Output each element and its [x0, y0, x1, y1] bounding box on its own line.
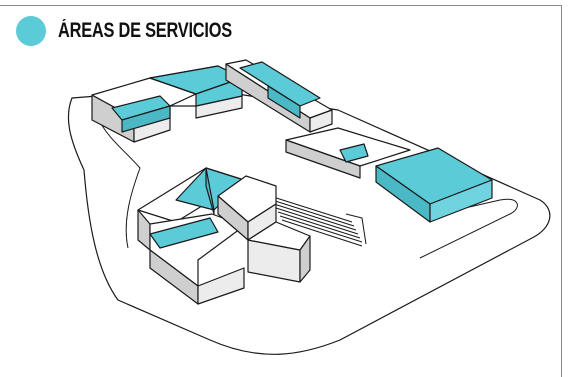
building-block-e	[217, 175, 311, 283]
legend-swatch	[16, 16, 46, 46]
frame-top-border	[0, 5, 562, 6]
frame-right-border	[561, 5, 562, 377]
building-block-d	[137, 167, 245, 305]
building-block-b	[225, 59, 333, 133]
legend: ÁREAS DE SERVICIOS	[16, 16, 281, 46]
building-block-a	[91, 65, 243, 143]
building-block-c	[285, 127, 493, 223]
site-outline	[67, 87, 551, 355]
legend-label: ÁREAS DE SERVICIOS	[58, 19, 232, 42]
